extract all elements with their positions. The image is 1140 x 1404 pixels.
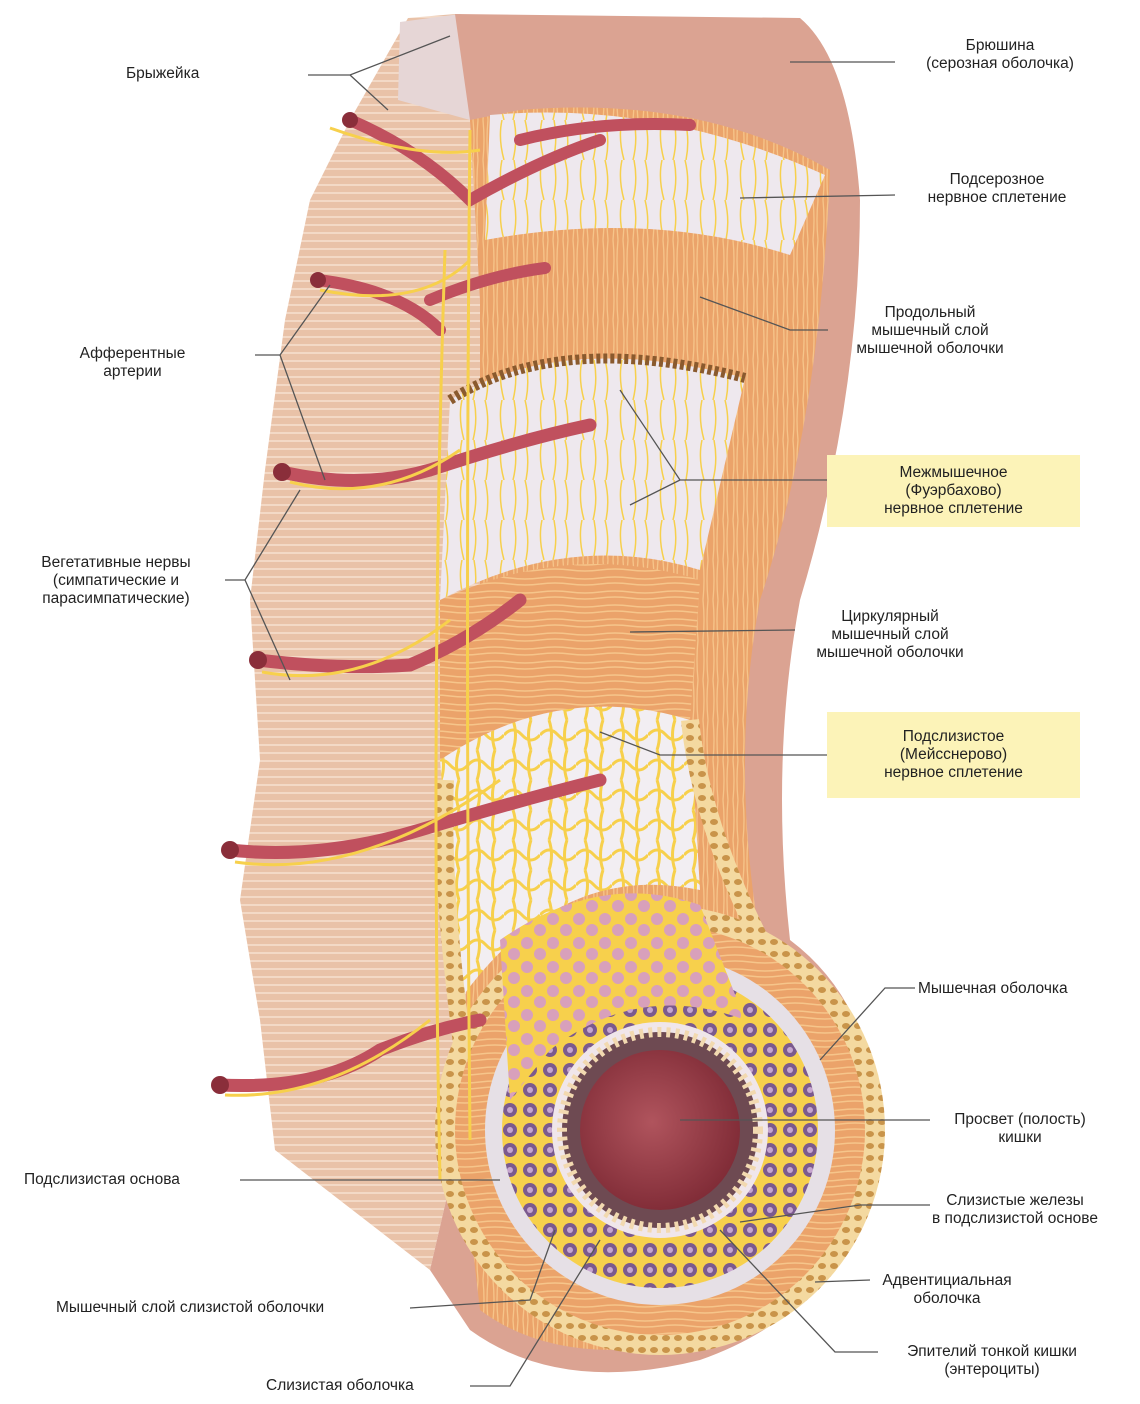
label-myenteric-plexus: Межмышечное(Фуэрбахово)нервное сплетение bbox=[827, 464, 1080, 518]
label-epithelium: Эпителий тонкой кишки(энтероциты) bbox=[872, 1343, 1112, 1379]
label-muscularis-mucosae: Мышечный слой слизистой оболочки bbox=[56, 1299, 324, 1317]
label-peritoneum: Брюшина(серозная оболочка) bbox=[890, 37, 1110, 73]
label-muscular-coat: Мышечная оболочка bbox=[918, 980, 1068, 998]
label-mesentery: Брыжейка bbox=[126, 65, 199, 83]
label-lumen: Просвет (полость)кишки bbox=[920, 1111, 1120, 1147]
label-submucosal-plexus: Подслизистое(Мейсснерово)нервное сплетен… bbox=[827, 728, 1080, 782]
label-submucosa: Подслизистая основа bbox=[24, 1171, 180, 1189]
label-mucosa: Слизистая оболочка bbox=[266, 1377, 414, 1395]
